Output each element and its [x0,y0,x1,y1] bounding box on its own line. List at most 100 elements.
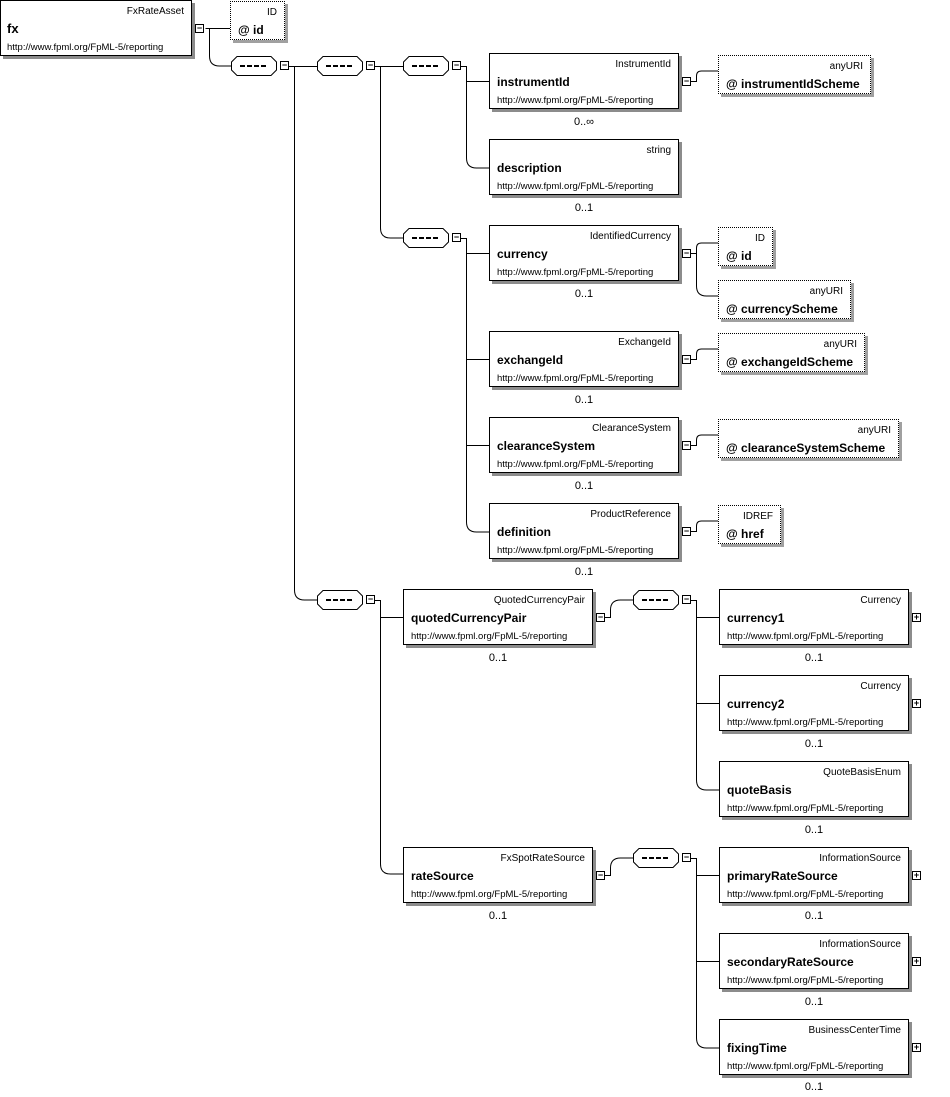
element-quotedCurrencyPair[interactable]: QuotedCurrencyPair quotedCurrencyPair ht… [403,589,593,645]
sequence-compositor-icon[interactable] [317,56,363,76]
element-currency2[interactable]: Currency currency2 http://www.fpml.org/F… [719,675,909,731]
attribute-name: @ id [726,249,752,263]
element-fixingTime[interactable]: BusinessCenterTime fixingTime http://www… [719,1019,909,1075]
attribute-type: anyURI [809,286,843,297]
element-namespace: http://www.fpml.org/FpML-5/reporting [727,975,884,986]
collapse-toggle-icon[interactable]: − [682,354,691,364]
element-namespace: http://www.fpml.org/FpML-5/reporting [7,42,164,53]
cardinality-label: 0..1 [574,288,594,300]
element-namespace: http://www.fpml.org/FpML-5/reporting [727,1061,884,1072]
element-quoteBasis[interactable]: QuoteBasisEnum quoteBasis http://www.fpm… [719,761,909,817]
collapse-toggle-icon[interactable]: − [682,248,691,258]
sequence-compositor-icon[interactable] [403,228,449,248]
collapse-toggle-icon[interactable]: − [682,852,691,862]
element-type: InformationSource [819,853,901,864]
collapse-toggle-icon[interactable]: − [452,232,461,242]
element-name: rateSource [411,869,474,883]
expand-toggle-icon[interactable]: + [912,612,921,622]
element-type: string [646,145,671,156]
element-type: QuotedCurrencyPair [493,595,585,606]
element-type: BusinessCenterTime [808,1025,901,1036]
cardinality-label: 0..1 [804,1081,824,1093]
sequence-compositor-icon[interactable] [317,590,363,610]
expand-toggle-icon[interactable]: + [912,698,921,708]
element-name: clearanceSystem [497,439,596,453]
cardinality-label: 0..1 [804,738,824,750]
element-type: ProductReference [590,509,671,520]
collapse-toggle-icon[interactable]: − [366,60,375,70]
element-name: currency2 [727,697,785,711]
attribute-clearanceSystemScheme[interactable]: anyURI @ clearanceSystemScheme [718,419,899,458]
element-name: definition [497,525,551,539]
element-exchangeId[interactable]: ExchangeId exchangeId http://www.fpml.or… [489,331,679,387]
collapse-toggle-icon[interactable]: − [682,440,691,450]
attribute-type: anyURI [823,339,857,350]
element-instrumentId[interactable]: InstrumentId instrumentId http://www.fpm… [489,53,679,109]
collapse-toggle-icon[interactable]: − [596,612,605,622]
attribute-type: ID [267,7,277,18]
expand-toggle-icon[interactable]: + [912,870,921,880]
attribute-exchangeIdScheme[interactable]: anyURI @ exchangeIdScheme [718,333,865,372]
cardinality-label: 0..1 [804,910,824,922]
element-namespace: http://www.fpml.org/FpML-5/reporting [411,631,568,642]
attribute-name: @ id [238,23,264,37]
attribute-id[interactable]: ID @ id [718,227,773,266]
element-name: instrumentId [497,75,570,89]
element-rateSource[interactable]: FxSpotRateSource rateSource http://www.f… [403,847,593,903]
element-namespace: http://www.fpml.org/FpML-5/reporting [727,717,884,728]
attribute-name: @ currencyScheme [726,302,838,316]
collapse-toggle-icon[interactable]: − [682,594,691,604]
collapse-toggle-icon[interactable]: − [682,526,691,536]
expand-toggle-icon[interactable]: + [912,956,921,966]
element-currency1[interactable]: Currency currency1 http://www.fpml.org/F… [719,589,909,645]
attribute-id[interactable]: ID @ id [230,1,285,40]
collapse-toggle-icon[interactable]: − [280,60,289,70]
element-secondaryRateSource[interactable]: InformationSource secondaryRateSource ht… [719,933,909,989]
attribute-name: @ instrumentIdScheme [726,77,860,91]
attribute-name: @ href [726,527,764,541]
cardinality-label: 0..1 [574,202,594,214]
element-name: secondaryRateSource [727,955,854,969]
attribute-instrumentIdScheme[interactable]: anyURI @ instrumentIdScheme [718,55,871,94]
collapse-toggle-icon[interactable]: − [682,76,691,86]
attribute-currencyScheme[interactable]: anyURI @ currencyScheme [718,280,851,319]
cardinality-label: 0..1 [804,824,824,836]
cardinality-label: 0..1 [574,480,594,492]
element-namespace: http://www.fpml.org/FpML-5/reporting [497,373,654,384]
sequence-compositor-icon[interactable] [633,848,679,868]
collapse-toggle-icon[interactable]: − [195,23,204,33]
attribute-href[interactable]: IDREF @ href [718,505,781,544]
collapse-toggle-icon[interactable]: − [596,870,605,880]
element-clearanceSystem[interactable]: ClearanceSystem clearanceSystem http://w… [489,417,679,473]
attribute-type: anyURI [857,425,891,436]
cardinality-label: 0..1 [574,394,594,406]
attribute-type: ID [755,233,765,244]
cardinality-label: 0..1 [488,910,508,922]
sequence-compositor-icon[interactable] [403,56,449,76]
element-namespace: http://www.fpml.org/FpML-5/reporting [497,459,654,470]
collapse-toggle-icon[interactable]: − [366,594,375,604]
element-type: Currency [860,681,901,692]
element-namespace: http://www.fpml.org/FpML-5/reporting [497,181,654,192]
sequence-compositor-icon[interactable] [231,56,277,76]
element-definition[interactable]: ProductReference definition http://www.f… [489,503,679,559]
element-primaryRateSource[interactable]: InformationSource primaryRateSource http… [719,847,909,903]
expand-toggle-icon[interactable]: + [912,1042,921,1052]
element-fx[interactable]: FxRateAsset fx http://www.fpml.org/FpML-… [0,0,192,56]
collapse-toggle-icon[interactable]: − [452,60,461,70]
element-type: FxRateAsset [126,6,184,17]
element-namespace: http://www.fpml.org/FpML-5/reporting [497,267,654,278]
element-namespace: http://www.fpml.org/FpML-5/reporting [727,631,884,642]
cardinality-label: 0..1 [804,652,824,664]
element-type: InstrumentId [615,59,671,70]
element-currency[interactable]: IdentifiedCurrency currency http://www.f… [489,225,679,281]
element-name: currency1 [727,611,785,625]
element-name: exchangeId [497,353,564,367]
cardinality-label: 0..1 [574,566,594,578]
cardinality-label: 0..1 [488,652,508,664]
sequence-compositor-icon[interactable] [633,590,679,610]
element-description[interactable]: string description http://www.fpml.org/F… [489,139,679,195]
attribute-name: @ exchangeIdScheme [726,355,854,369]
element-name: fx [7,21,19,36]
